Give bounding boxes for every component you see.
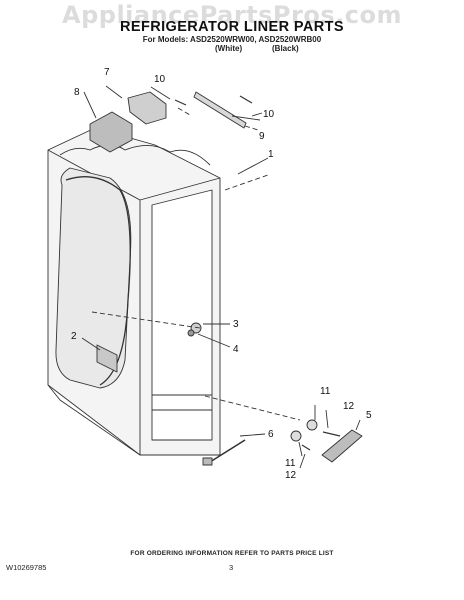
- callout-10-right: 10: [263, 109, 275, 120]
- ordering-note: FOR ORDERING INFORMATION REFER TO PARTS …: [130, 550, 334, 557]
- liner-inner-wall: [151, 189, 213, 441]
- page-title: REFRIGERATOR LINER PARTS: [120, 19, 344, 35]
- part-10-screw-left: [174, 99, 187, 106]
- part-4-cap: [187, 329, 195, 337]
- callout-3: 3: [233, 319, 239, 330]
- callout-6: 6: [268, 429, 274, 440]
- callout-9: 9: [259, 131, 265, 142]
- callout-1: 1: [268, 149, 274, 160]
- part-11-washer-lower: [290, 430, 302, 442]
- part-6-connector: [202, 457, 213, 466]
- watermark: AppliancePartsPros.com: [62, 1, 402, 29]
- part-7-bracket: [127, 91, 167, 125]
- wire-harness: [65, 176, 131, 386]
- callout-11-upper: 11: [320, 386, 331, 397]
- document-number: W10269785: [6, 563, 47, 572]
- part-12-screw-lower: [301, 444, 311, 451]
- part-9-rail: [193, 91, 247, 129]
- variant-black: (Black): [272, 44, 299, 53]
- part-2-vent: [96, 344, 118, 373]
- part-3-clip: [190, 322, 202, 334]
- part-6-cable: [209, 439, 246, 463]
- callout-12-upper: 12: [343, 401, 355, 412]
- callout-8: 8: [74, 87, 80, 98]
- page-number: 3: [229, 563, 234, 572]
- liner-base: [47, 384, 141, 456]
- callout-10-left: 10: [154, 74, 166, 85]
- liner-bottom-ledges: [152, 394, 212, 411]
- callout-4: 4: [233, 344, 239, 355]
- callout-7: 7: [104, 67, 110, 78]
- variant-white: (White): [215, 44, 243, 53]
- models-line: For Models: ASD2520WRW00, ASD2520WRB00: [142, 35, 322, 44]
- part-10-screw-right: [239, 95, 253, 104]
- part-5-hinge: [321, 429, 363, 463]
- liner-top-front-edge: [139, 177, 221, 201]
- callout-2: 2: [71, 331, 77, 342]
- callout-11-lower: 11: [285, 458, 296, 469]
- part-12-screw-upper: [322, 431, 341, 437]
- part-11-washer-upper: [306, 419, 318, 431]
- part-8-module: [89, 111, 133, 153]
- callout-12-lower: 12: [285, 470, 297, 481]
- callout-5: 5: [366, 410, 372, 421]
- liner-top-rim: [59, 144, 211, 166]
